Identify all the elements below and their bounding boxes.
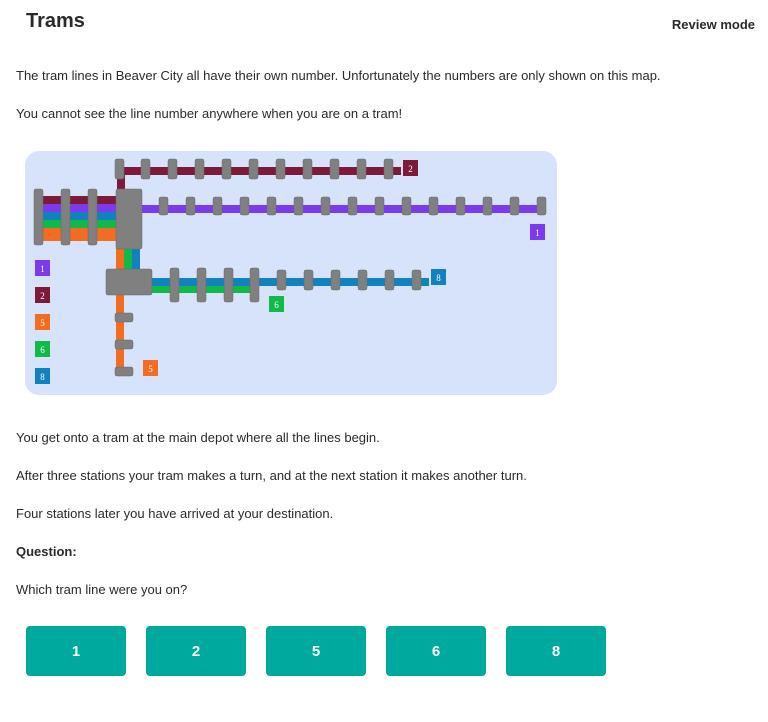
line-2-station (167, 158, 178, 180)
secondary-depot (105, 268, 153, 296)
line-8-tag (431, 269, 446, 285)
answer-button-5[interactable]: 5 (266, 626, 366, 676)
line-1-station (320, 196, 331, 216)
line-2-station (114, 158, 125, 180)
line-1-station (374, 196, 385, 216)
line-1-station (185, 196, 196, 216)
intro-paragraph-2: You cannot see the line number anywhere … (16, 106, 403, 121)
line-1-station (428, 196, 439, 216)
review-mode-label: Review mode (671, 17, 755, 32)
line-5-track-vertical-upper (116, 248, 124, 270)
line-6-tag (269, 296, 284, 312)
line-1-station (401, 196, 412, 216)
left-station (60, 188, 71, 246)
line-2-track-vertical (117, 167, 125, 197)
line-2-station (302, 158, 313, 180)
answer-button-2[interactable]: 2 (146, 626, 246, 676)
line-6-tag-text: 6 (274, 300, 279, 310)
line-5-station (114, 312, 134, 323)
line-1-station (212, 196, 223, 216)
legend-line-1 (35, 260, 50, 276)
line-8-track (149, 278, 429, 286)
line-5-track-vertical (116, 293, 124, 373)
story-paragraph-3: Four stations later you have arrived at … (16, 506, 334, 521)
legend-line-6-text: 6 (40, 345, 45, 355)
line-2-tag (403, 160, 418, 176)
line-2-station (194, 158, 205, 180)
line-2-station (356, 158, 367, 180)
line-2-station (275, 158, 286, 180)
line-6-8-station (196, 267, 207, 303)
question-text: Which tram line were you on? (16, 582, 188, 597)
question-label: Question: (16, 544, 77, 559)
answer-button-8[interactable]: 8 (506, 626, 606, 676)
answer-button-6[interactable]: 6 (386, 626, 486, 676)
intro-paragraph-1: The tram lines in Beaver City all have t… (16, 68, 661, 83)
line-5-tag (143, 360, 158, 376)
line-1-station (536, 196, 547, 216)
answer-button-1[interactable]: 1 (26, 626, 126, 676)
line-1-station (266, 196, 277, 216)
line-1-track-left (37, 204, 117, 212)
line-5-station (114, 339, 134, 350)
line-2-track-left (37, 196, 117, 204)
line-5-station (114, 366, 134, 377)
main-depot (115, 188, 143, 250)
line-1-station (347, 196, 358, 216)
answer-options: 1 2 5 6 8 (26, 626, 626, 676)
line-1-station (239, 196, 250, 216)
line-1-tag-text: 1 (535, 228, 540, 238)
legend-line-2-text: 2 (40, 291, 45, 301)
line-2-track-top (119, 167, 401, 175)
line-1-track (141, 205, 545, 213)
legend-line-2 (35, 287, 50, 303)
line-2-station (221, 158, 232, 180)
line-8-station (384, 269, 395, 291)
line-6-track-vertical-upper (124, 248, 132, 270)
legend-line-6 (35, 341, 50, 357)
left-station (87, 188, 98, 246)
line-1-station (293, 196, 304, 216)
story-paragraph-1: You get onto a tram at the main depot wh… (16, 430, 380, 445)
line-6-8-station (249, 267, 260, 303)
line-2-station (329, 158, 340, 180)
legend-line-1-text: 1 (40, 264, 45, 274)
line-8-track-left (37, 212, 117, 220)
line-2-station (248, 158, 259, 180)
line-1-station (158, 196, 169, 216)
line-5-track-left (37, 228, 117, 241)
legend-line-8-text: 8 (40, 372, 45, 382)
line-8-station (411, 269, 422, 291)
line-8-station (357, 269, 368, 291)
line-1-station (455, 196, 466, 216)
left-station (33, 188, 44, 246)
line-8-track-vertical-upper (132, 248, 140, 270)
legend-line-8 (35, 368, 50, 384)
line-2-tag-text: 2 (408, 164, 413, 174)
line-2-station (383, 158, 394, 180)
line-8-station (330, 269, 341, 291)
line-5-tag-text: 5 (148, 364, 153, 374)
line-6-8-station (223, 267, 234, 303)
line-1-station (482, 196, 493, 216)
line-8-station (303, 269, 314, 291)
line-1-tag (530, 224, 545, 240)
line-6-8-station (169, 267, 180, 303)
story-paragraph-2: After three stations your tram makes a t… (16, 468, 527, 483)
line-1-station (509, 196, 520, 216)
legend-line-5 (35, 314, 50, 330)
line-8-tag-text: 8 (436, 273, 441, 283)
line-2-station (140, 158, 151, 180)
page-title: Trams (26, 10, 85, 32)
line-6-track-left (37, 220, 117, 228)
legend-line-5-text: 5 (40, 318, 45, 328)
tram-map: 2 1 8 6 5 1 2 5 6 8 (25, 151, 557, 395)
line-8-station (276, 269, 287, 291)
